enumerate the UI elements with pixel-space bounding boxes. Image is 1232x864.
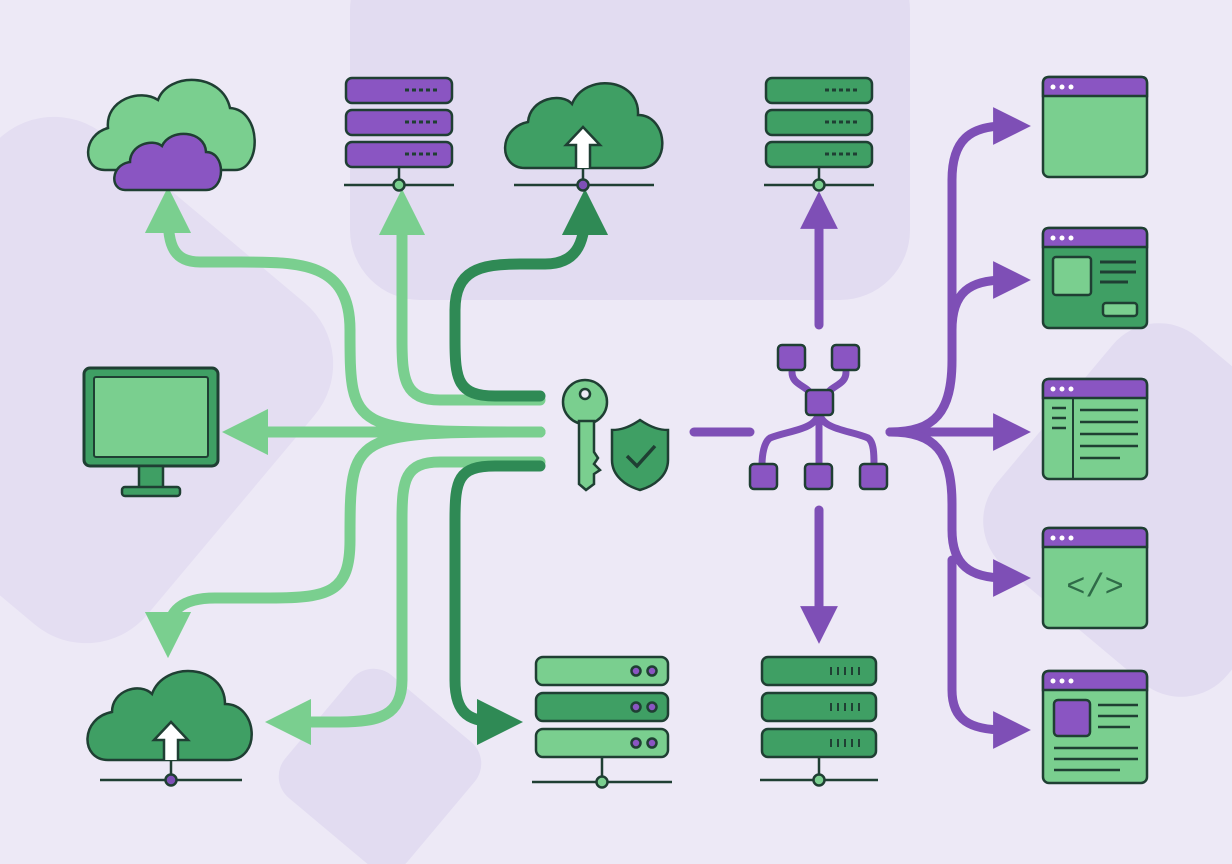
server-stack-icon	[764, 76, 874, 192]
browser-window-icon	[1041, 75, 1149, 179]
right-connectors	[689, 107, 1031, 749]
browser-window-icon	[1041, 669, 1149, 785]
connector-to-cloud-upload-bottom	[144, 426, 546, 659]
connector-to-window-2	[947, 261, 1031, 335]
browser-window-icon	[1041, 226, 1149, 330]
browser-window-icon	[1041, 377, 1149, 481]
network-hub-icon	[748, 343, 889, 491]
connector-to-window-5	[947, 555, 1031, 749]
cloud-upload-icon	[86, 669, 253, 787]
connector-to-server-bottom	[449, 460, 546, 746]
code-glyph: </>	[1066, 569, 1124, 606]
connector-to-server-top	[378, 188, 546, 406]
browser-window-icon: </>	[1041, 526, 1149, 630]
desktop-monitor-icon	[82, 366, 220, 498]
server-stack-icon	[344, 76, 454, 192]
connector-to-cloud-upload-top	[449, 188, 609, 402]
connector-to-window-4	[885, 427, 1031, 597]
left-connectors	[144, 186, 609, 746]
connector-to-cloud-in-cloud	[144, 186, 546, 438]
server-stack-icon	[532, 655, 672, 789]
connector-trunk	[885, 107, 1031, 437]
hub-security	[561, 378, 670, 492]
key-icon	[561, 378, 609, 492]
cloud-upload-icon	[503, 82, 664, 192]
cloud-in-cloud-icon	[86, 78, 256, 192]
shield-check-icon	[610, 418, 670, 492]
server-stack-icon	[760, 655, 878, 787]
connector-to-cloud-upload-bottom-right	[264, 456, 546, 746]
